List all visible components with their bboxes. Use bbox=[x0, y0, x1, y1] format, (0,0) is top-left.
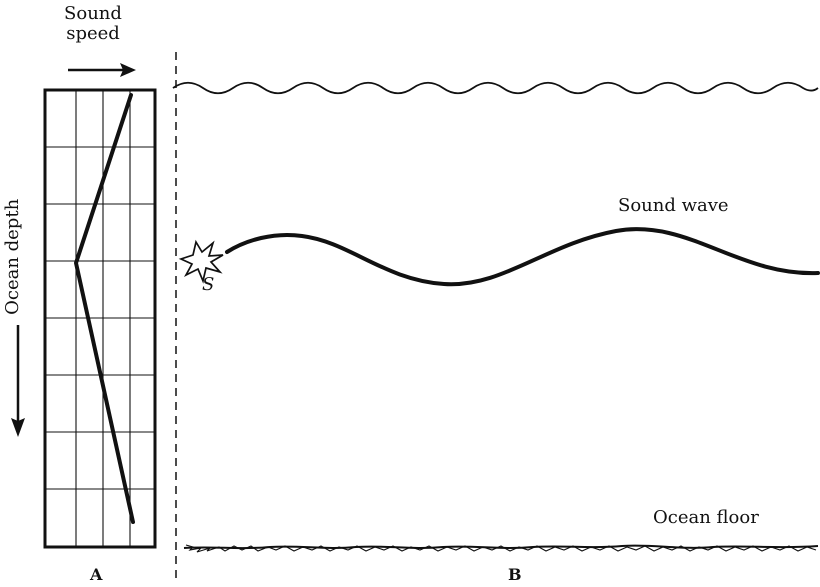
sound-speed-profile-panel bbox=[43, 88, 157, 549]
sound-speed-label: Sound speed bbox=[64, 3, 122, 44]
ocean-floor-label: Ocean floor bbox=[653, 507, 759, 528]
source-explosion-icon bbox=[178, 239, 224, 284]
sound-speed-profile-line bbox=[74, 93, 135, 524]
ocean-surface bbox=[172, 81, 819, 95]
ocean-depth-arrow-icon bbox=[11, 325, 25, 437]
ocean-depth-label: Ocean depth bbox=[2, 198, 24, 315]
profile-grid bbox=[45, 90, 155, 547]
sound-speed-arrow-icon bbox=[68, 63, 136, 77]
panel-b-label: B bbox=[508, 565, 522, 584]
ocean-floor bbox=[183, 544, 819, 553]
panel-a-label: A bbox=[90, 565, 103, 584]
source-label: S bbox=[202, 274, 215, 295]
sound-wave-line bbox=[225, 227, 820, 287]
sound-wave-label: Sound wave bbox=[618, 195, 729, 216]
